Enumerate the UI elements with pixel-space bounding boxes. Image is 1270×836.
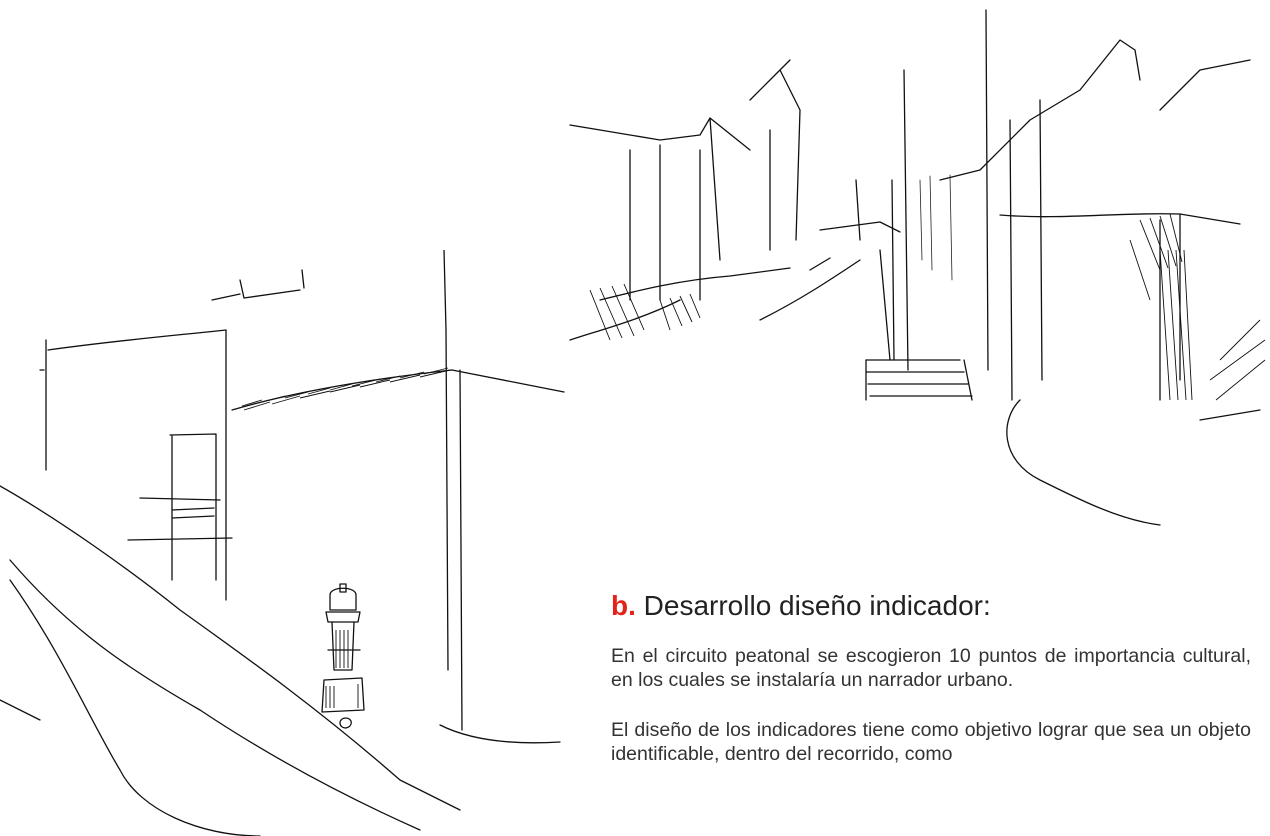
street-corner-sketch: [0, 250, 570, 836]
section-heading: b. Desarrollo diseño indicador:: [611, 590, 1251, 622]
paragraph: En el circuito peatonal se escogieron 10…: [611, 645, 1251, 691]
text-section: b. Desarrollo diseño indicador: En el ci…: [611, 590, 1251, 792]
paragraph: El diseño de los indicadores tiene como …: [611, 719, 1251, 765]
section-title: Desarrollo diseño indicador:: [643, 590, 991, 621]
section-label: b.: [611, 590, 636, 621]
street-perspective-sketch: [560, 0, 1270, 530]
